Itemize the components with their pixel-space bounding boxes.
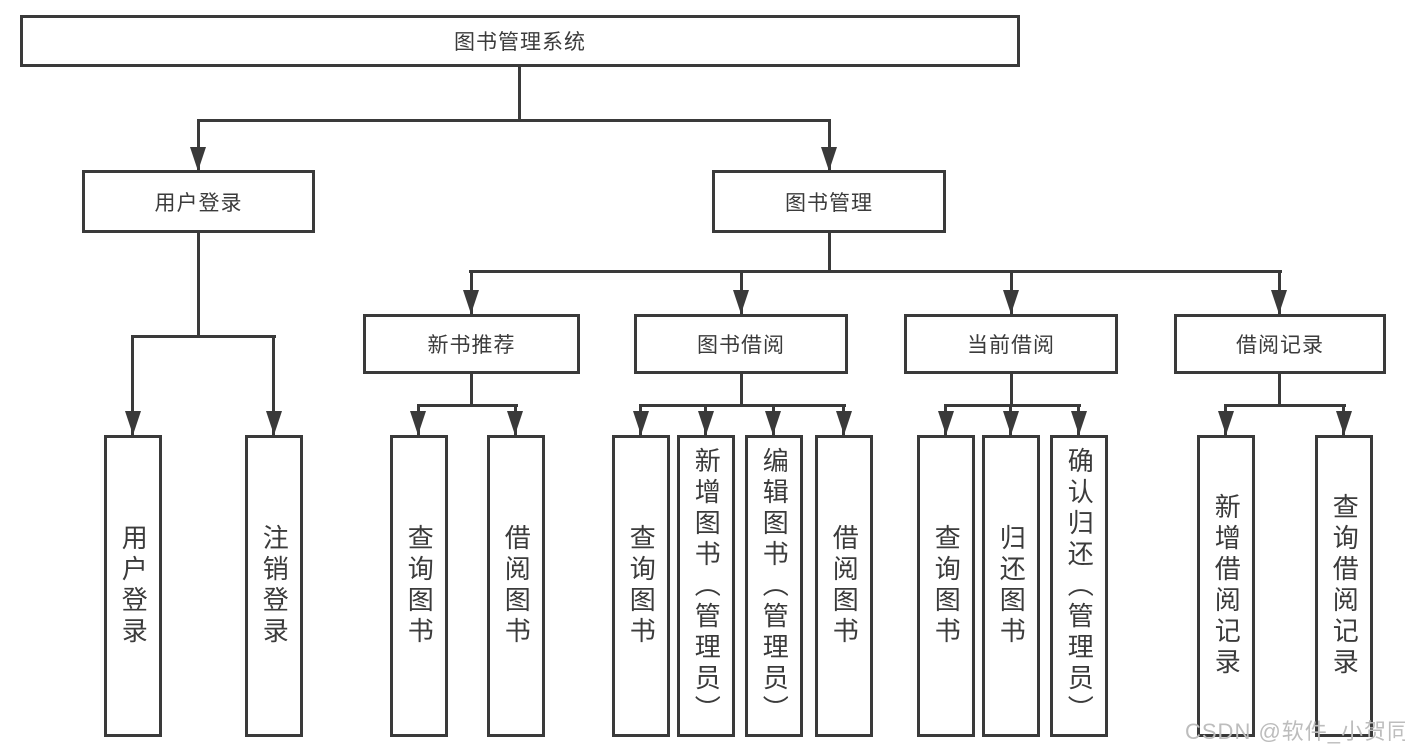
node-label: 编辑图书（管理员）	[759, 446, 790, 726]
node-label: 用户登录	[118, 524, 149, 648]
arrowhead-down	[1071, 411, 1087, 435]
node-label: 借阅记录	[1236, 334, 1324, 357]
connector-level1-bar	[197, 119, 831, 122]
connector-drop-book-mgmt	[828, 119, 831, 171]
leaf-borrow-books-recommend: 借阅图书	[487, 435, 545, 737]
leaf-query-books-recommend: 查询图书	[390, 435, 448, 737]
leaf-return-books: 归还图书	[982, 435, 1040, 737]
node-book-borrow: 图书借阅	[634, 314, 848, 374]
node-label: 用户登录	[154, 191, 243, 215]
node-new-book-recommend: 新书推荐	[363, 314, 580, 374]
arrowhead-down	[765, 411, 781, 435]
node-user-login: 用户登录	[82, 170, 315, 233]
connector-drop	[131, 335, 134, 435]
node-label: 查询图书	[404, 524, 435, 648]
node-book-management: 图书管理	[712, 170, 946, 233]
node-label: 当前借阅	[967, 334, 1055, 357]
node-label: 新书推荐	[427, 334, 516, 357]
connector-borrow-bar	[639, 404, 846, 407]
leaf-borrow-books: 借阅图书	[815, 435, 873, 737]
connector-mgmt-bar	[469, 270, 1282, 273]
leaf-edit-book-admin: 编辑图书（管理员）	[745, 435, 803, 737]
connector-recommend-stem	[470, 372, 473, 407]
node-label: 图书管理系统	[454, 31, 586, 54]
leaf-query-borrow-record: 查询借阅记录	[1315, 435, 1373, 737]
arrowhead-down	[1003, 411, 1019, 435]
connector-current-bar	[944, 404, 1081, 407]
arrowhead-down	[698, 411, 714, 435]
arrowhead-down	[633, 411, 649, 435]
node-label: 新增图书（管理员）	[691, 446, 722, 726]
node-label: 新增借阅记录	[1211, 493, 1242, 679]
node-root-library-system: 图书管理系统	[20, 15, 1020, 67]
leaf-add-book-admin: 新增图书（管理员）	[677, 435, 735, 737]
arrowhead-down	[410, 411, 426, 435]
connector-records-bar	[1224, 404, 1346, 407]
connector-drop	[272, 335, 275, 435]
arrowhead-down	[266, 411, 282, 435]
leaf-logout: 注销登录	[245, 435, 303, 737]
arrowhead-down	[1003, 290, 1019, 314]
leaf-query-books-current: 查询图书	[917, 435, 975, 737]
connector-login-bar	[131, 335, 276, 338]
node-label: 查询借阅记录	[1329, 493, 1360, 679]
node-label: 查询图书	[931, 524, 962, 648]
node-label: 借阅图书	[829, 524, 860, 648]
connector-login-stem	[197, 233, 200, 337]
leaf-user-login: 用户登录	[104, 435, 162, 737]
node-label: 注销登录	[259, 524, 290, 648]
leaf-add-borrow-record: 新增借阅记录	[1197, 435, 1255, 737]
leaf-confirm-return-admin: 确认归还（管理员）	[1050, 435, 1108, 737]
connector-root-stem	[518, 67, 521, 120]
connector-borrow-stem	[740, 372, 743, 407]
arrowhead-down	[190, 147, 206, 171]
connector-current-stem	[1010, 372, 1013, 407]
node-label: 查询图书	[626, 524, 657, 648]
arrowhead-down	[938, 411, 954, 435]
leaf-query-books-borrow: 查询图书	[612, 435, 670, 737]
connector-drop-user-login	[197, 119, 200, 171]
node-borrow-records: 借阅记录	[1174, 314, 1386, 374]
node-label: 图书借阅	[697, 334, 785, 357]
arrowhead-down	[463, 290, 479, 314]
arrowhead-down	[1271, 290, 1287, 314]
arrowhead-down	[125, 411, 141, 435]
node-label: 确认归还（管理员）	[1064, 446, 1095, 726]
connector-mgmt-stem	[828, 233, 831, 273]
node-label: 归还图书	[996, 524, 1027, 648]
connector-records-stem	[1278, 372, 1281, 407]
csdn-watermark: CSDN @软件_小贺同学	[1185, 719, 1405, 744]
arrowhead-down	[1336, 411, 1352, 435]
arrowhead-down	[1218, 411, 1234, 435]
node-label: 图书管理	[785, 191, 873, 215]
arrowhead-down	[507, 411, 523, 435]
arrowhead-down	[733, 290, 749, 314]
arrowhead-down	[821, 147, 837, 171]
node-label: 借阅图书	[501, 524, 532, 648]
connector-recommend-bar	[417, 404, 518, 407]
node-current-borrow: 当前借阅	[904, 314, 1118, 374]
arrowhead-down	[836, 411, 852, 435]
